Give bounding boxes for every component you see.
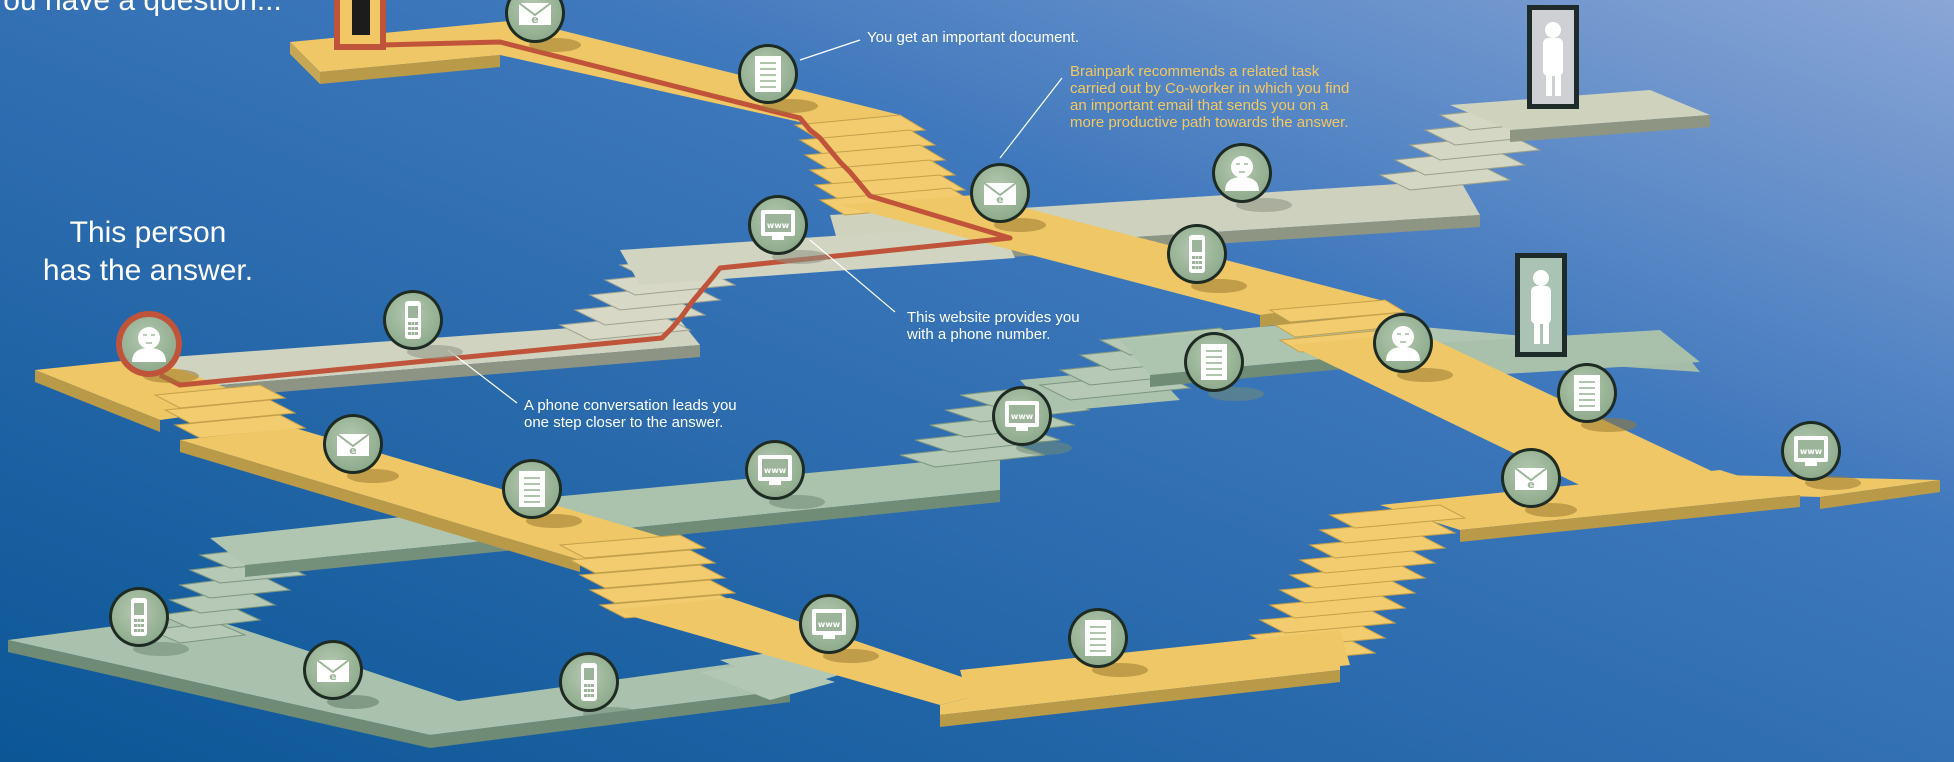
svg-text:e: e: [996, 193, 1003, 206]
person-icon: [1373, 313, 1453, 382]
web-icon: www: [1781, 421, 1861, 490]
phone-icon: [109, 587, 189, 656]
leader-lines: [447, 39, 1063, 404]
svg-text:e: e: [531, 13, 538, 26]
answer-holder-label: This person has the answer.: [30, 214, 266, 290]
email-icon: e: [970, 163, 1046, 232]
email-icon: e: [303, 640, 379, 709]
icon-nodes: e e e e e: [109, 0, 1861, 721]
svg-text:www: www: [818, 620, 841, 629]
web-icon: www: [799, 594, 879, 663]
recommendation-line-3: an important email that sends you on a: [1070, 97, 1329, 114]
phone-icon: [1167, 224, 1247, 293]
document-icon: [738, 44, 818, 113]
recommendation-line-4: more productive path towards the answer.: [1070, 114, 1349, 131]
phone-line-2: one step closer to the answer.: [524, 414, 724, 431]
document-icon: [1068, 608, 1148, 677]
recommendation-line-2: carried out by Co-worker in which you fi…: [1070, 80, 1350, 97]
question-title: You have a question...: [0, 0, 282, 17]
svg-text:www: www: [764, 466, 787, 475]
svg-text:e: e: [349, 444, 356, 457]
web-icon: www: [992, 386, 1072, 455]
phone-icon: [559, 652, 639, 721]
document-icon: [1184, 332, 1264, 401]
svg-text:e: e: [329, 670, 336, 683]
document-icon: [502, 459, 582, 528]
person-frame-top-left: [334, 0, 386, 50]
phone-line-1: A phone conversation leads you: [524, 397, 737, 414]
answer-route-line: [158, 39, 1013, 388]
website-caption: This website provides you with a phone n…: [907, 309, 1080, 343]
person-icon-answer-holder: [116, 311, 199, 383]
web-icon: www: [748, 195, 828, 264]
web-icon: www: [745, 440, 825, 509]
phone-caption: A phone conversation leads you one step …: [524, 397, 737, 431]
answer-holder-line-1: This person: [69, 216, 227, 249]
website-line-1: This website provides you: [907, 309, 1080, 326]
phone-icon: [383, 290, 463, 359]
email-icon: e: [323, 414, 399, 483]
svg-text:www: www: [1800, 447, 1823, 456]
person-frame-mid-right: [1515, 253, 1567, 357]
recommendation-line-1: Brainpark recommends a related task: [1070, 63, 1320, 80]
website-line-2: with a phone number.: [907, 326, 1051, 343]
svg-text:www: www: [1011, 412, 1034, 421]
document-caption: You get an important document.: [867, 29, 1080, 46]
svg-text:www: www: [767, 221, 790, 230]
email-icon: e: [1501, 448, 1577, 517]
email-icon: e: [505, 0, 581, 52]
recommendation-caption: Brainpark recommends a related task carr…: [1070, 63, 1353, 131]
document-icon: [1557, 363, 1637, 432]
person-icon: [1212, 143, 1292, 212]
person-frame-top-right: [1527, 5, 1579, 109]
answer-holder-line-2: has the answer.: [42, 254, 254, 287]
svg-text:e: e: [1527, 478, 1534, 491]
